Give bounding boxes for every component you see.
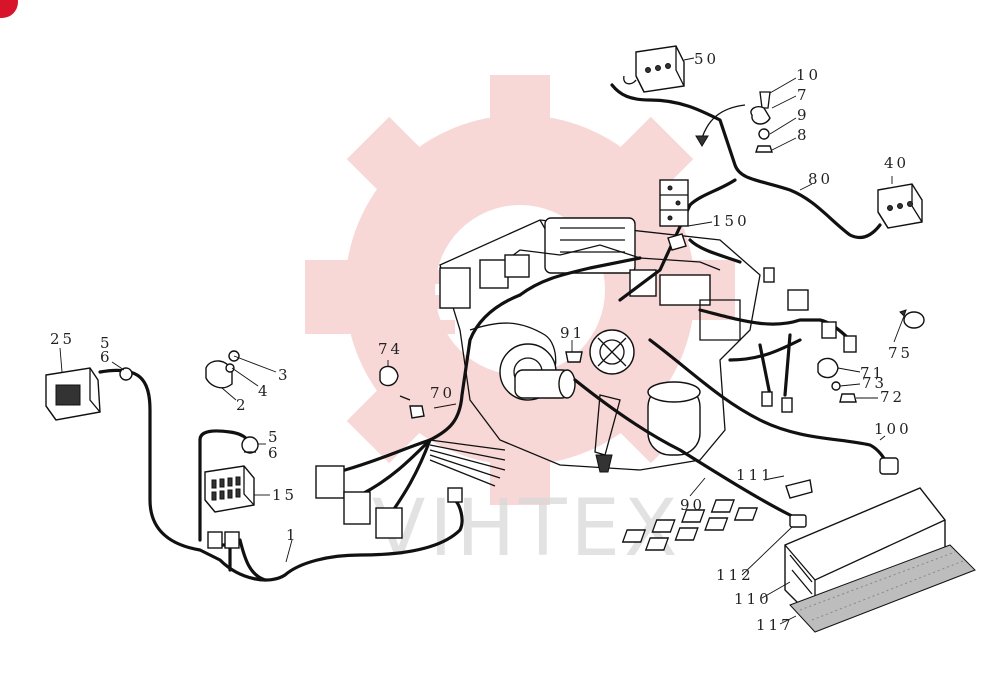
callout-74: 74 [378, 340, 403, 358]
callout-80: 80 [808, 170, 833, 188]
callout-75: 75 [888, 344, 913, 362]
part-75-cap [899, 309, 925, 329]
callout-5-lower: 5 [268, 428, 281, 446]
callout-71: 71 [860, 364, 885, 382]
callout-3: 3 [278, 366, 291, 384]
callout-6-lower: 6 [268, 444, 281, 462]
parts [45, 45, 976, 633]
part-switch-2 [205, 350, 240, 389]
part-15-fuse-box [204, 465, 255, 549]
callout-117: 117 [756, 616, 794, 634]
callout-10: 10 [796, 66, 821, 84]
part-117-battery-mat [789, 544, 976, 633]
callout-91: 91 [560, 324, 585, 342]
part-right-plugs [761, 267, 857, 413]
callout-labels: 50 10 7 9 8 80 40 150 25 5 6 3 4 2 74 70… [50, 50, 913, 634]
callout-40: 40 [884, 154, 909, 172]
callout-15: 15 [272, 486, 297, 504]
callout-5-upper: 5 [100, 334, 113, 352]
part-plug-cluster [315, 465, 463, 539]
callout-70: 70 [430, 384, 455, 402]
leader-lines [59, 57, 905, 625]
harness-wires [98, 83, 892, 582]
connector-block-left [439, 267, 471, 309]
part-sensor-5-6 [241, 436, 259, 454]
callout-7: 7 [797, 86, 810, 104]
callout-90: 90 [680, 496, 705, 514]
part-50-relay-box [623, 45, 685, 93]
callout-112: 112 [716, 566, 754, 584]
part-91-sender [565, 351, 583, 363]
callout-73: 73 [862, 374, 887, 392]
callout-9: 9 [797, 106, 810, 124]
part-100-plug [879, 457, 899, 475]
callout-6-upper: 6 [100, 348, 113, 366]
callout-150: 150 [712, 212, 750, 230]
callout-111: 111 [736, 466, 774, 484]
callout-1: 1 [286, 526, 299, 544]
corner-badge [0, 0, 18, 18]
callout-100: 100 [874, 420, 912, 438]
part-111-cover [785, 479, 813, 499]
callout-8: 8 [797, 126, 810, 144]
part-25-control-unit [45, 367, 133, 421]
callout-4: 4 [258, 382, 271, 400]
callout-72: 72 [880, 388, 905, 406]
callout-25: 25 [50, 330, 75, 348]
part-71-switch [817, 357, 857, 403]
watermark-text: VIHTEX [372, 484, 681, 574]
callout-110: 110 [734, 590, 772, 608]
part-40-relay-box [877, 183, 923, 229]
part-110-battery [621, 487, 946, 621]
part-fastener-set [750, 91, 773, 153]
part-74-sensor [379, 365, 425, 419]
part-150-connector-stack [659, 179, 689, 251]
callout-50: 50 [694, 50, 719, 68]
callout-2: 2 [236, 396, 249, 414]
part-112-clamp [789, 514, 807, 528]
